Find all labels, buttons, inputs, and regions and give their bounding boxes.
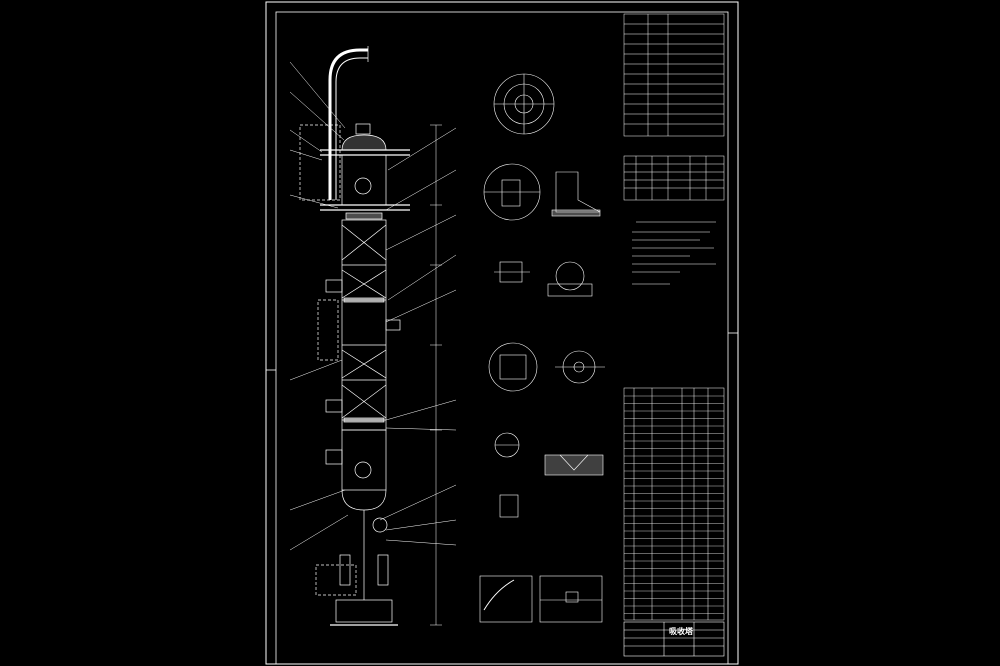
title-block-name: 吸收塔 bbox=[669, 626, 694, 636]
detail-views bbox=[479, 73, 605, 623]
parts-list-rows bbox=[624, 395, 724, 614]
table-parts-list bbox=[623, 387, 725, 621]
technical-notes bbox=[632, 221, 716, 285]
title-block bbox=[623, 621, 725, 657]
leader-lines bbox=[289, 61, 457, 551]
table-nozzle-schedule bbox=[623, 155, 725, 201]
sheet-border bbox=[265, 1, 739, 665]
table-technical-characteristics bbox=[623, 13, 725, 137]
dimension-rail bbox=[430, 124, 442, 626]
column-assembly bbox=[299, 46, 410, 626]
